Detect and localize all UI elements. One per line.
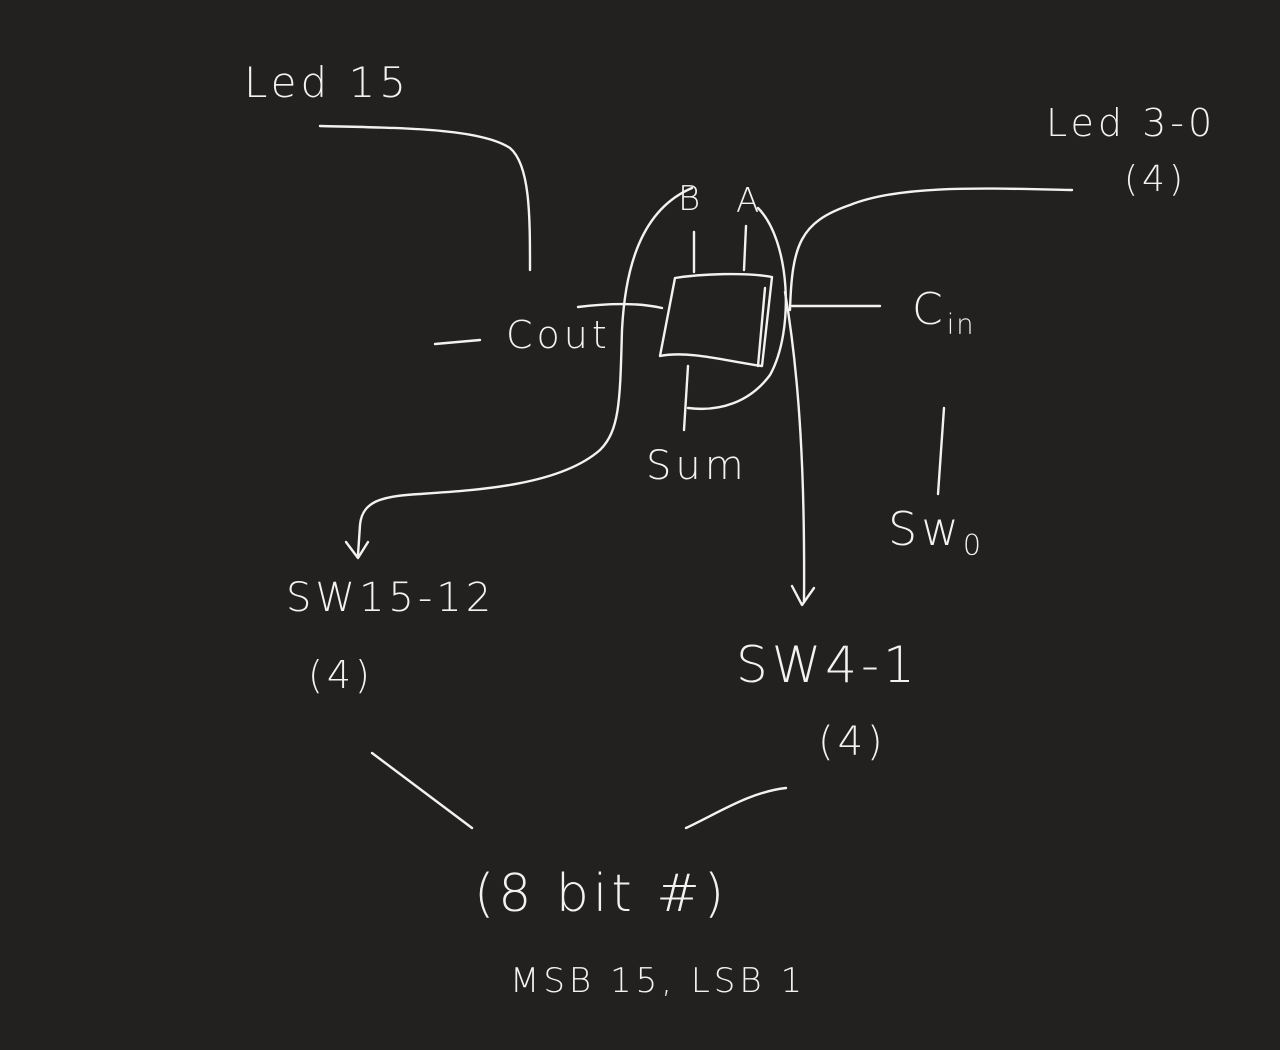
sw4-1-width-label: (4) bbox=[818, 719, 887, 765]
led3-0-wire bbox=[788, 187, 1074, 312]
sw0-main-text: Sw bbox=[888, 502, 963, 556]
cout-line bbox=[576, 302, 664, 310]
cout-label: Cout bbox=[506, 313, 611, 357]
sum-line bbox=[682, 364, 690, 432]
b-bus-arrowhead bbox=[344, 540, 370, 560]
adder-box bbox=[658, 272, 774, 368]
sum-label: Sum bbox=[646, 443, 748, 489]
cin-main-text: C bbox=[912, 284, 947, 335]
sw15-12-width-label: (4) bbox=[308, 653, 374, 697]
a-bus-arrowhead bbox=[790, 584, 816, 607]
a-bus-arrow bbox=[783, 290, 806, 604]
msb-lsb-label: MSB 15, LSB 1 bbox=[510, 961, 807, 1001]
led15-wire bbox=[318, 124, 532, 272]
eight-bit-label: (8 bit #) bbox=[474, 864, 729, 924]
adder-box-inner-right bbox=[756, 286, 767, 368]
bracket-left bbox=[370, 751, 474, 830]
led3-0-width-label: (4) bbox=[1124, 159, 1187, 200]
sw4-1-label: SW4-1 bbox=[736, 636, 919, 694]
led3-0-label: Led 3-0 bbox=[1046, 101, 1217, 145]
b-bus-arrow bbox=[356, 186, 694, 557]
a-label: A bbox=[736, 181, 764, 221]
a-input-line bbox=[742, 224, 748, 272]
b-label: B bbox=[678, 179, 705, 219]
sw0-label: Sw0 bbox=[888, 506, 983, 560]
sw0-line bbox=[936, 406, 946, 496]
sw15-12-label: SW15-12 bbox=[286, 575, 496, 621]
cout-dash bbox=[433, 338, 482, 346]
cin-label: Cin bbox=[912, 288, 976, 339]
sw0-subscript: 0 bbox=[962, 528, 983, 562]
bracket-right bbox=[684, 786, 788, 830]
a-group-arc bbox=[686, 206, 788, 410]
cin-subscript: in bbox=[946, 309, 976, 341]
led15-label: Led 15 bbox=[244, 58, 410, 107]
